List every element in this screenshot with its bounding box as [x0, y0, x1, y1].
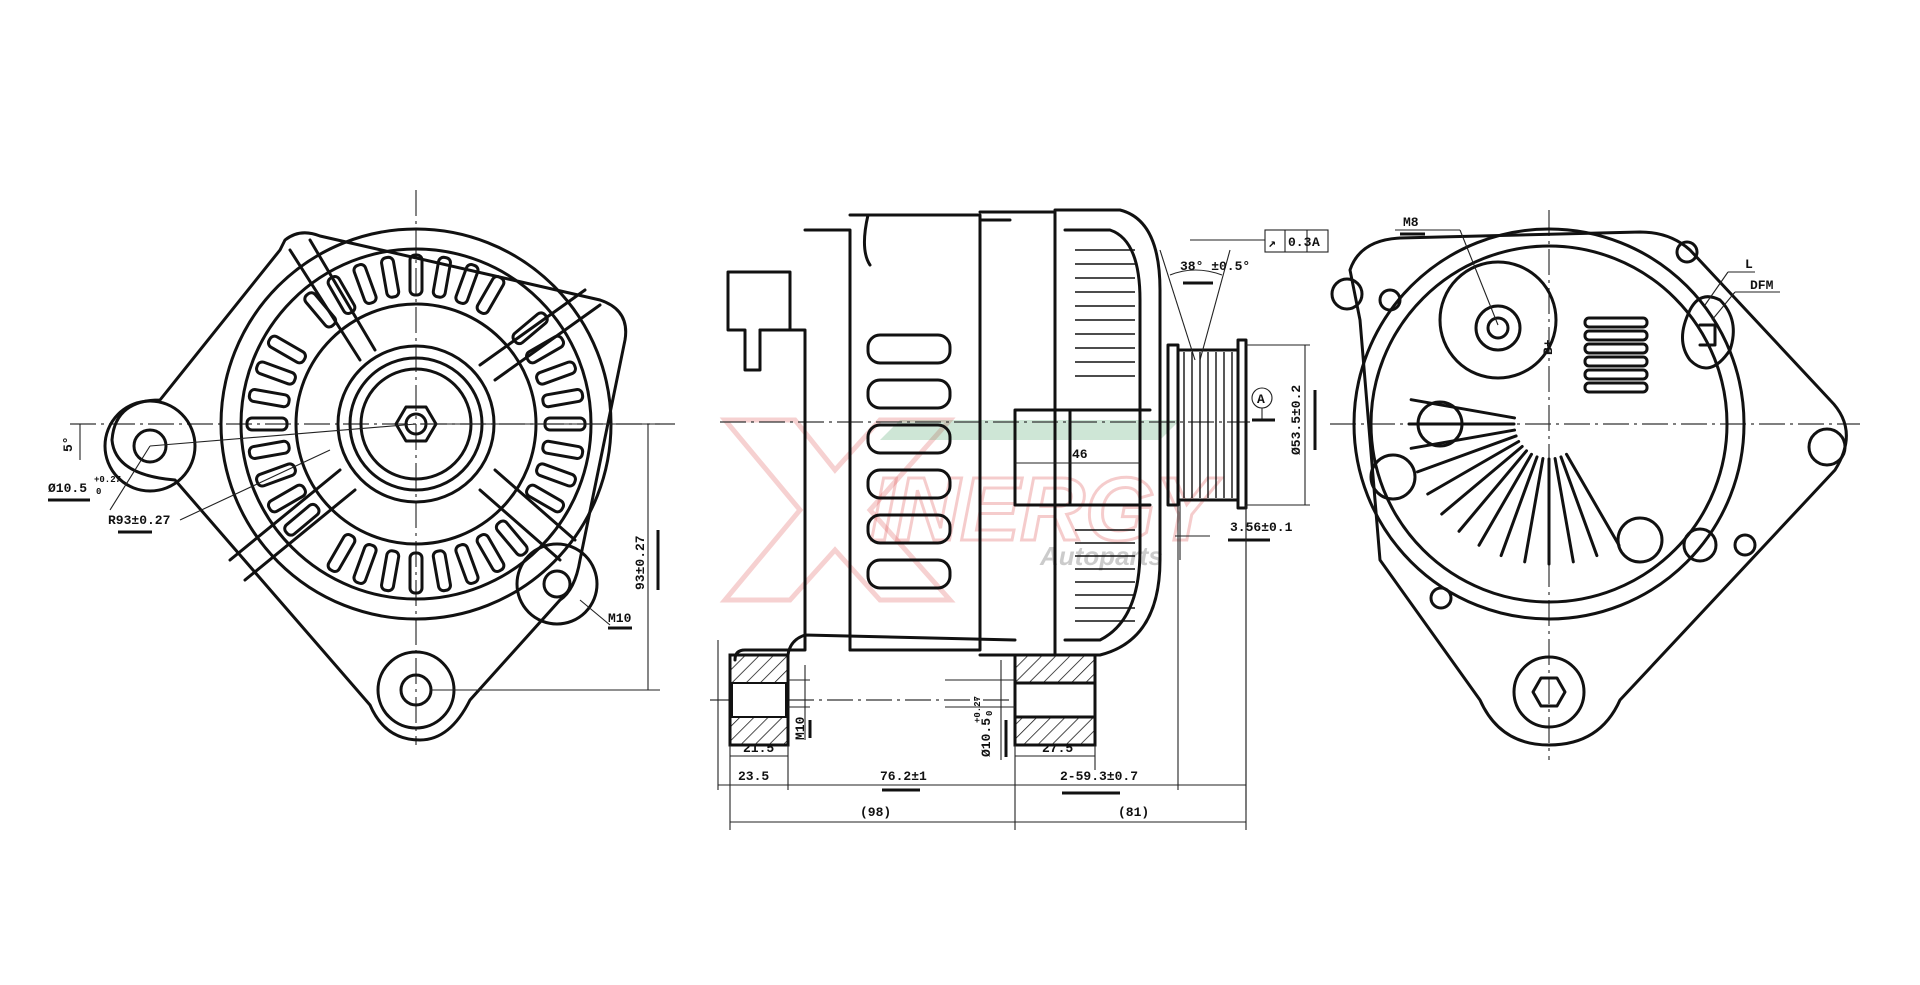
dfm-label: DFM: [1750, 278, 1774, 293]
vent-slot: [866, 423, 952, 455]
watermark-logo: INERGY Autoparts: [719, 417, 1224, 603]
cooling-fin: [1409, 428, 1517, 450]
cooling-fin: [380, 549, 401, 593]
rear-bottom-mount-hole: [1512, 655, 1586, 729]
cooling-fin: [1457, 449, 1529, 533]
cooling-fin: [1415, 434, 1518, 474]
cooling-fin: [475, 274, 506, 315]
vent-slot: [866, 468, 952, 500]
cooling-fin: [408, 253, 424, 297]
vent-slot: [1583, 316, 1649, 329]
b-plus-terminal: [1474, 304, 1522, 352]
cooling-fin: [1559, 455, 1599, 558]
cooling-fin: [431, 549, 452, 593]
cooling-fin: [352, 263, 378, 305]
runout-symbol: ↗: [1268, 236, 1276, 251]
cooling-fin: [1553, 456, 1575, 564]
b-plus-label: B+: [1541, 339, 1556, 355]
offset-label: 3.56±0.1: [1230, 520, 1293, 535]
dim-23-5: 23.5: [738, 769, 769, 784]
cooling-fin: [1523, 456, 1545, 564]
rear-right-mount-hole: [1807, 427, 1847, 467]
cooling-fin: [266, 483, 307, 514]
hole-diameter-label: Ø10.5: [48, 481, 87, 496]
vent-slot: [866, 558, 952, 590]
runout-value: 0.3: [1288, 235, 1312, 250]
cooling-fin: [255, 462, 297, 488]
cooling-fin: [1499, 455, 1539, 558]
front-left-mount-hole: [103, 399, 197, 493]
pulley: [1166, 338, 1248, 510]
cooling-fin: [431, 255, 452, 299]
cooling-fin: [247, 388, 291, 409]
cooling-fin: [494, 519, 529, 557]
hole-tol-lower: 0: [96, 487, 101, 497]
front-housing-outline: [110, 231, 628, 742]
cooling-fin: [475, 533, 506, 574]
cooling-fin: [525, 483, 566, 514]
vent-slot: [1583, 342, 1649, 355]
hole-tol-upper: +0.27: [94, 475, 121, 485]
front-m10-boss: [515, 542, 599, 626]
rear-view: M8 B+ L DFM: [1330, 210, 1860, 760]
cooling-fin: [283, 502, 321, 537]
vent-slot: [1583, 329, 1649, 342]
vent-slot: [866, 378, 952, 410]
dim-98: (98): [860, 805, 891, 820]
dfm-plug: [1681, 295, 1735, 370]
cooling-fin: [1426, 440, 1521, 496]
cooling-fin: [1477, 452, 1533, 547]
cooling-fin: [352, 543, 378, 585]
rear-housing-outline: [1348, 230, 1848, 747]
bore-tol-upper: +0.27: [973, 696, 983, 723]
thread-m10-label: M10: [793, 716, 808, 740]
cooling-fin: [247, 439, 291, 460]
vent-slot: [866, 513, 952, 545]
length-46-label: 46: [1072, 447, 1088, 462]
cooling-fin: [535, 462, 577, 488]
dim-59-3: 2-59.3±0.7: [1060, 769, 1138, 784]
bore-diameter-label: Ø10.5: [979, 718, 994, 757]
cooling-fin: [255, 360, 297, 386]
runout-datum: A: [1312, 235, 1320, 250]
radius-label: R93±0.27: [108, 513, 170, 528]
vent-slot: [1583, 368, 1649, 381]
vent-slot: [1583, 381, 1649, 394]
cooling-fin: [541, 439, 585, 460]
hub-nut-icon: [394, 405, 438, 443]
cooling-fin: [408, 551, 424, 595]
cooling-fin: [1440, 444, 1524, 516]
cooling-fin: [454, 263, 480, 305]
cooling-fin: [266, 334, 307, 365]
cooling-fin: [525, 334, 566, 365]
cooling-fin: [541, 388, 585, 409]
bore-tol-lower: 0: [985, 711, 995, 716]
cooling-fin: [245, 416, 289, 432]
dim-21-5: 21.5: [743, 741, 774, 756]
angle-label: 5°: [61, 436, 76, 452]
cooling-fin: [535, 360, 577, 386]
cooling-fin: [380, 255, 401, 299]
cooling-fin: [1565, 452, 1621, 547]
vent-slot: [1583, 355, 1649, 368]
datum-a-label: A: [1257, 392, 1265, 407]
dim-76-2: 76.2±1: [880, 769, 927, 784]
dim-27-5: 27.5: [1042, 741, 1073, 756]
cooling-fin: [454, 543, 480, 585]
m8-label: M8: [1403, 215, 1419, 230]
cooling-fin: [1409, 398, 1517, 420]
thread-label: M10: [608, 611, 632, 626]
groove-angle-label: 38° ±0.5°: [1180, 259, 1250, 274]
vent-slot: [866, 333, 952, 365]
l-label: L: [1745, 257, 1753, 272]
pulley-diameter-label: Ø53.5±0.2: [1289, 385, 1304, 455]
side-view: ↗ 0.3 A 38° ±0.5° A Ø53.5±0.2 46 3.56±0.…: [710, 208, 1329, 830]
front-view: 5° Ø10.5 +0.27 0 R93±0.27 M10 93±0.27: [48, 190, 675, 745]
cooling-fin: [326, 533, 357, 574]
dim-81: (81): [1118, 805, 1149, 820]
height-label: 93±0.27: [633, 535, 648, 590]
